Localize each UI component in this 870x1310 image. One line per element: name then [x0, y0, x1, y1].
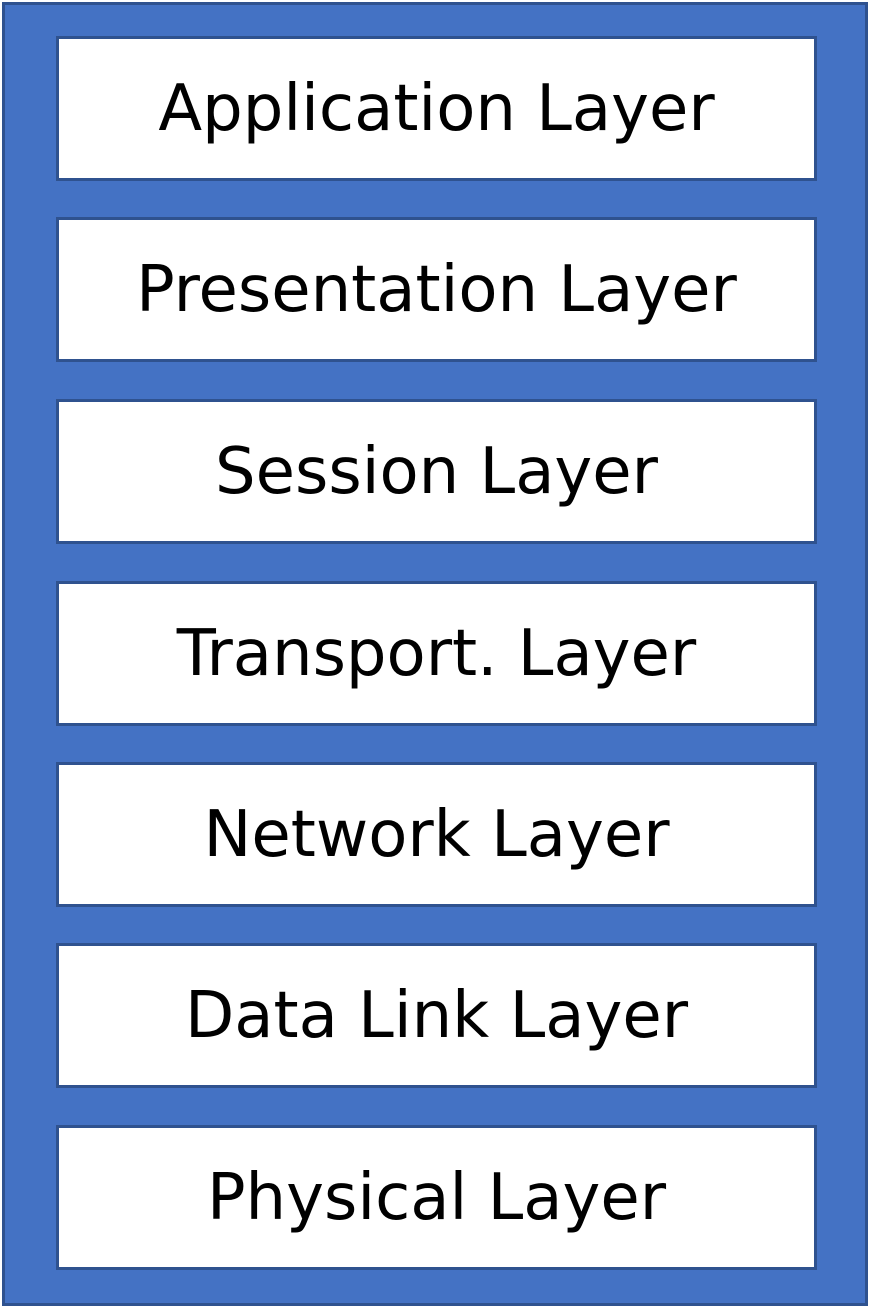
- layer-application: Application Layer: [56, 36, 817, 181]
- layer-label: Transport. Layer: [176, 616, 697, 691]
- layer-data-link: Data Link Layer: [56, 943, 817, 1088]
- layer-label: Application Layer: [158, 71, 715, 146]
- layer-label: Data Link Layer: [185, 978, 688, 1053]
- layer-label: Network Layer: [203, 797, 670, 872]
- layer-network: Network Layer: [56, 762, 817, 907]
- layer-transport: Transport. Layer: [56, 581, 817, 726]
- layer-physical: Physical Layer: [56, 1125, 817, 1270]
- layer-label: Presentation Layer: [136, 252, 737, 327]
- layer-label: Session Layer: [215, 434, 658, 509]
- layer-presentation: Presentation Layer: [56, 217, 817, 362]
- layer-session: Session Layer: [56, 399, 817, 544]
- layer-label: Physical Layer: [206, 1160, 667, 1235]
